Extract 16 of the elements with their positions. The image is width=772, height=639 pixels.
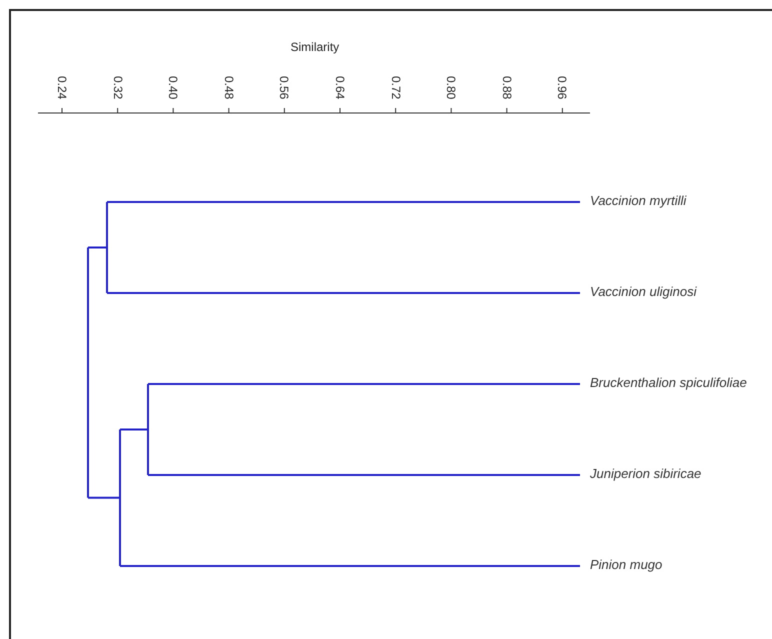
axis-title: Similarity <box>290 40 340 54</box>
tick-label: 0.56 <box>277 76 292 100</box>
leaf-label: Juniperion sibiricae <box>590 466 702 481</box>
tick-label: 0.96 <box>555 76 570 100</box>
leaf-label: Vaccinion myrtilli <box>590 193 686 208</box>
leaf-label: Vaccinion uliginosi <box>590 284 696 299</box>
tick-label: 0.24 <box>55 76 69 100</box>
tick-label: 0.48 <box>222 76 236 100</box>
tick-label: 0.72 <box>388 76 403 100</box>
tick-label: 0.32 <box>110 76 125 100</box>
tick-label: 0.80 <box>444 76 458 100</box>
tick-label: 0.88 <box>500 76 514 100</box>
leaf-label: Bruckenthalion spiculifoliae <box>590 375 747 390</box>
tick-label: 0.40 <box>166 76 180 100</box>
tick-label: 0.64 <box>333 76 347 100</box>
leaf-label: Pinion mugo <box>590 557 662 572</box>
